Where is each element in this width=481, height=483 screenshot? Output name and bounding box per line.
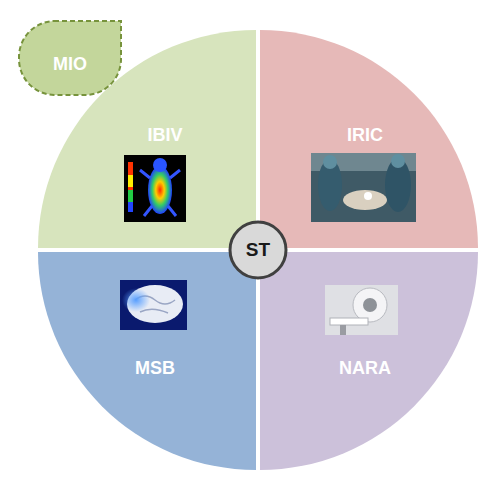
node-label: MSB xyxy=(135,358,175,379)
radiotherapy-photo xyxy=(325,285,398,335)
quadrant-sector-shape xyxy=(38,252,256,470)
center-circle-shape xyxy=(230,222,286,278)
quadrant-sector: NARA xyxy=(260,252,478,470)
node-label: NARA xyxy=(339,358,391,379)
surgery-photo xyxy=(311,153,416,222)
group-leaf-shape xyxy=(19,21,121,95)
quadrant-sector-shape xyxy=(38,30,256,248)
brain-picture xyxy=(120,280,187,330)
quadrant-sector-shape xyxy=(260,252,478,470)
imaging-picture xyxy=(124,155,186,222)
quadrant-sector-shape xyxy=(260,30,478,248)
group-leaf: MIO xyxy=(18,20,122,96)
node-label: IBIV xyxy=(147,125,182,146)
node-label: MIO xyxy=(53,54,87,75)
center-circle: ST xyxy=(228,220,288,280)
node-label: IRIC xyxy=(347,125,383,146)
node-label: ST xyxy=(246,239,270,261)
